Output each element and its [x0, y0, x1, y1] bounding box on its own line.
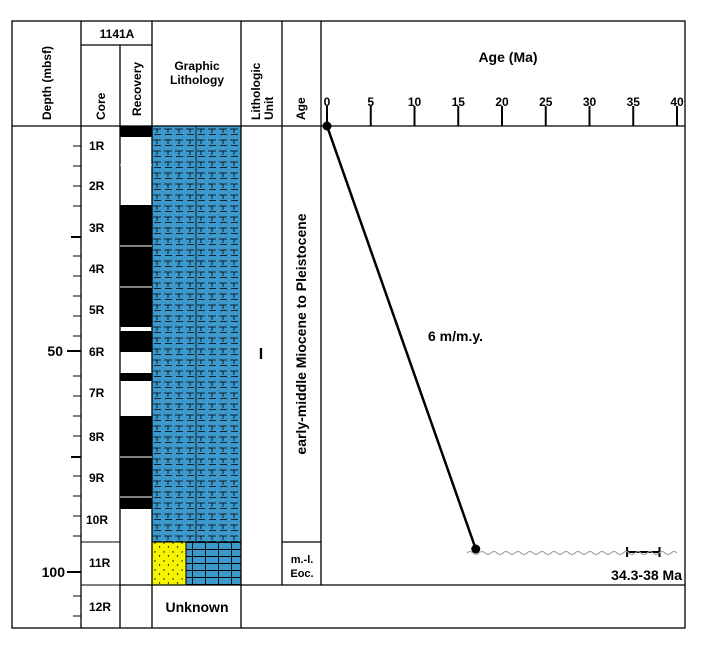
- lithologic-unit-label: I: [259, 346, 263, 363]
- age-column-title: Age: [294, 97, 308, 120]
- core-label: 8R: [89, 430, 105, 444]
- age-depth-point: [471, 544, 481, 554]
- age-tick-label: 15: [452, 95, 466, 109]
- age-axis: 0 5 10 15 20 25 30 35 40: [324, 95, 684, 126]
- age-tick-label: 25: [539, 95, 553, 109]
- lithology-title-1: Graphic: [174, 59, 220, 73]
- depth-axis-title: Depth (mbsf): [40, 46, 54, 120]
- core-label: 11R: [89, 556, 111, 570]
- depth-label-100: 100: [42, 564, 66, 580]
- sand-fill: [152, 542, 186, 585]
- unit-title-2: Unit: [262, 97, 276, 120]
- core-label: 6R: [89, 345, 105, 359]
- hiatus-label: 34.3-38 Ma: [611, 567, 682, 583]
- core-label: 5R: [89, 303, 105, 317]
- age-tick-label: 10: [408, 95, 422, 109]
- core-label: 7R: [89, 386, 105, 400]
- calcareous-ooze-fill: [152, 126, 241, 542]
- age-tick-label: 0: [324, 95, 331, 109]
- hole-label: 1141A: [100, 27, 135, 41]
- core-label: 9R: [89, 471, 105, 485]
- rate-label: 6 m/m.y.: [428, 328, 483, 344]
- age-unit-lower-2: Eoc.: [290, 568, 313, 580]
- age-depth-point: [322, 121, 332, 131]
- core-labels: 1R 2R 3R 4R 5R 6R 7R 8R 9R 10R 11R 12R: [86, 139, 111, 614]
- core-label: 12R: [89, 600, 111, 614]
- core-label: 2R: [89, 179, 105, 193]
- depth-label-50: 50: [47, 343, 63, 359]
- core-label: 10R: [86, 513, 108, 527]
- recovery-column-title: Recovery: [130, 62, 144, 116]
- unit-title-1: Lithologic: [249, 62, 263, 120]
- unconformity-line: [466, 551, 678, 555]
- age-tick-label: 30: [583, 95, 597, 109]
- age-tick-label: 40: [670, 95, 684, 109]
- unknown-label: Unknown: [166, 599, 229, 615]
- core-column-title: Core: [94, 92, 108, 120]
- depth-ticks: [67, 145, 81, 617]
- age-plot-title: Age (Ma): [478, 49, 537, 65]
- recovery-blocks: [120, 126, 152, 509]
- lithology-title-2: Lithology: [170, 73, 224, 87]
- core-label: 4R: [89, 262, 105, 276]
- core-label: 1R: [89, 139, 105, 153]
- core-label: 3R: [89, 221, 105, 235]
- age-tick-label: 5: [367, 95, 374, 109]
- age-tick-label: 20: [495, 95, 509, 109]
- age-depth-plot: [322, 121, 661, 557]
- age-unit-upper: early-middle Miocene to Pleistocene: [293, 213, 309, 454]
- age-unit-lower-1: m.-l.: [291, 554, 314, 566]
- age-depth-line: [325, 125, 477, 550]
- age-tick-label: 35: [627, 95, 641, 109]
- limestone-fill: [186, 542, 241, 585]
